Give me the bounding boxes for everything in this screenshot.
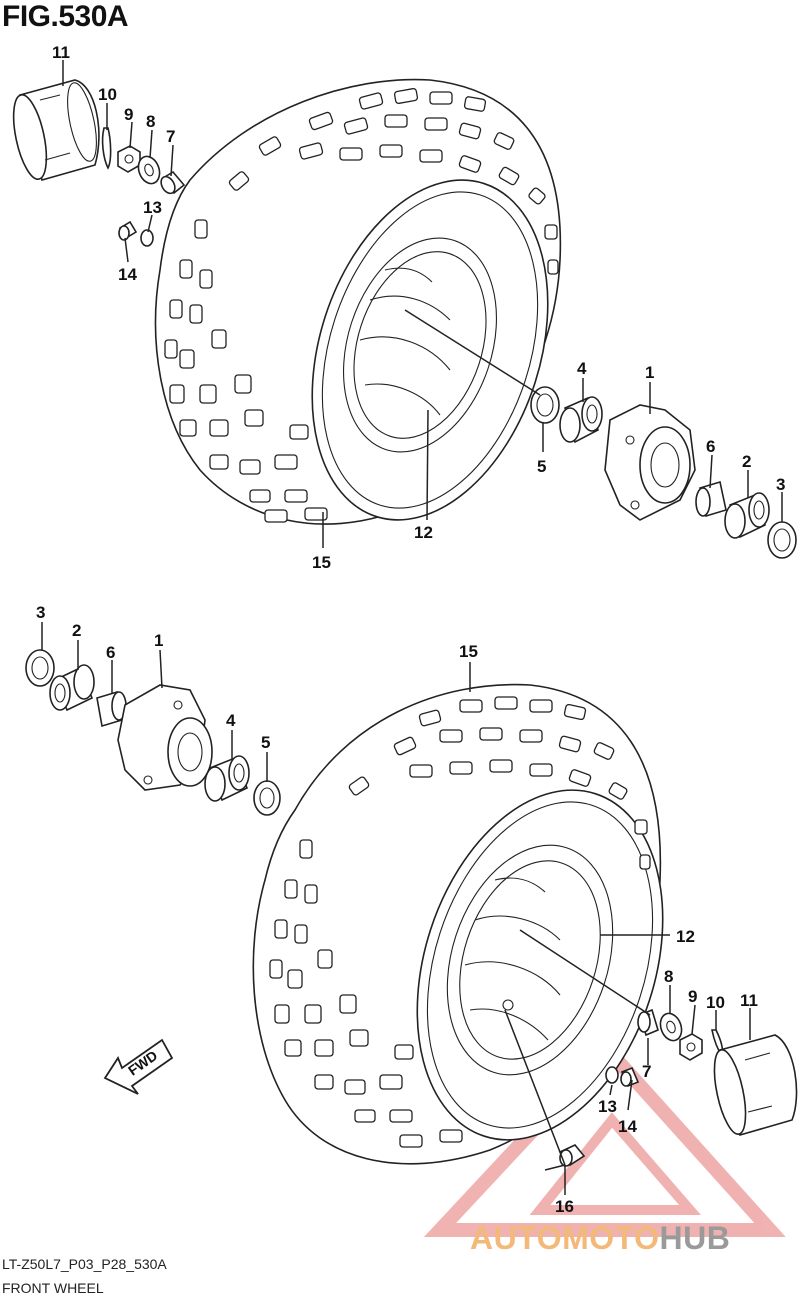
- callouts-top: 11 10 9 8 7 13 14 4 1 5 6 2 3 12 15: [52, 43, 785, 572]
- top-tire: [154, 78, 562, 525]
- watermark-part2: HUB: [659, 1220, 731, 1256]
- callout-top-4: 4: [577, 359, 587, 378]
- callout-bottom-16: 16: [555, 1197, 574, 1216]
- bottom-tire: [252, 683, 664, 1165]
- figure-title: FIG.530A: [2, 0, 129, 33]
- bottom-part-14-valve: [620, 1066, 640, 1088]
- callout-top-13: 13: [143, 198, 162, 217]
- bottom-part-4-bearing: [204, 755, 250, 802]
- bottom-part-11-cap: [713, 1034, 798, 1137]
- callout-bottom-4: 4: [226, 711, 236, 730]
- callout-top-6: 6: [706, 437, 715, 456]
- top-leader-lines: [62, 60, 783, 548]
- callout-top-14: 14: [118, 265, 137, 284]
- top-part-8-washer: [137, 155, 161, 185]
- top-part-3-seal: [767, 521, 797, 559]
- callout-top-1: 1: [645, 363, 654, 382]
- callout-bottom-13: 13: [598, 1097, 617, 1116]
- callout-bottom-3: 3: [36, 603, 45, 622]
- bottom-assembly: [25, 622, 798, 1195]
- top-part-1-hub: [604, 404, 696, 521]
- bottom-part-13-washer: [605, 1066, 619, 1084]
- callout-bottom-14: 14: [618, 1117, 637, 1136]
- top-part-9-castle-nut: [117, 145, 141, 173]
- top-part-6-collar: [695, 480, 727, 518]
- bottom-tread-pattern: [269, 696, 651, 1148]
- bottom-part-7-spacer: [637, 1008, 659, 1037]
- callout-bottom-6: 6: [106, 643, 115, 662]
- callout-bottom-7: 7: [642, 1062, 651, 1081]
- callout-top-10: 10: [98, 85, 117, 104]
- bottom-part-3-seal: [25, 649, 55, 687]
- callout-top-2: 2: [742, 452, 751, 471]
- callout-top-3: 3: [776, 475, 785, 494]
- callout-bottom-11: 11: [740, 991, 758, 1010]
- callout-top-12: 12: [414, 523, 433, 542]
- top-part-5-seal: [530, 386, 560, 424]
- model-code: LT-Z50L7_P03_P28_530A: [2, 1256, 167, 1272]
- top-part-4-bearing: [559, 396, 603, 444]
- callout-bottom-9: 9: [688, 987, 697, 1006]
- bottom-leader-lines: [41, 622, 751, 1195]
- figure-caption: FRONT WHEEL: [2, 1280, 104, 1296]
- top-part-11-cap: [12, 79, 100, 181]
- callout-bottom-8: 8: [664, 967, 673, 986]
- top-part-2-bearing: [724, 492, 770, 539]
- bottom-part-1-hub: [117, 684, 213, 791]
- callout-top-9: 9: [124, 105, 133, 124]
- bottom-part-5-seal: [253, 780, 281, 816]
- callout-bottom-5: 5: [261, 733, 270, 752]
- watermark-triangle: [423, 1039, 786, 1237]
- bottom-part-9-castle-nut: [679, 1033, 703, 1061]
- watermark-part1: AUTOMOTO: [470, 1220, 660, 1256]
- top-tread-pattern: [164, 88, 559, 523]
- callout-top-8: 8: [146, 112, 155, 131]
- top-part-14-valve: [118, 220, 138, 241]
- callout-top-15: 15: [312, 553, 331, 572]
- top-part-13-washer: [140, 229, 154, 247]
- callouts-bottom: 3 2 6 1 4 5 15 12 8 9 10 11 7 13 14 16: [36, 603, 758, 1216]
- callout-bottom-15: 15: [459, 642, 478, 661]
- watermark-text: AUTOMOTOHUB: [470, 1220, 730, 1257]
- fwd-arrow: [103, 1038, 174, 1095]
- top-part-10-cotter-pin: [101, 127, 112, 170]
- bottom-part-8-washer: [659, 1012, 683, 1042]
- callout-bottom-2: 2: [72, 621, 81, 640]
- callout-top-11: 11: [52, 43, 70, 62]
- callout-top-5: 5: [537, 457, 546, 476]
- callout-bottom-10: 10: [706, 993, 725, 1012]
- top-assembly: [12, 60, 797, 559]
- top-part-7-spacer: [160, 170, 186, 195]
- callout-top-7: 7: [166, 127, 175, 146]
- bottom-part-16-valve: [558, 1144, 586, 1167]
- callout-bottom-1: 1: [154, 631, 163, 650]
- bottom-part-2-bearing: [49, 664, 95, 712]
- callout-bottom-12: 12: [676, 927, 695, 946]
